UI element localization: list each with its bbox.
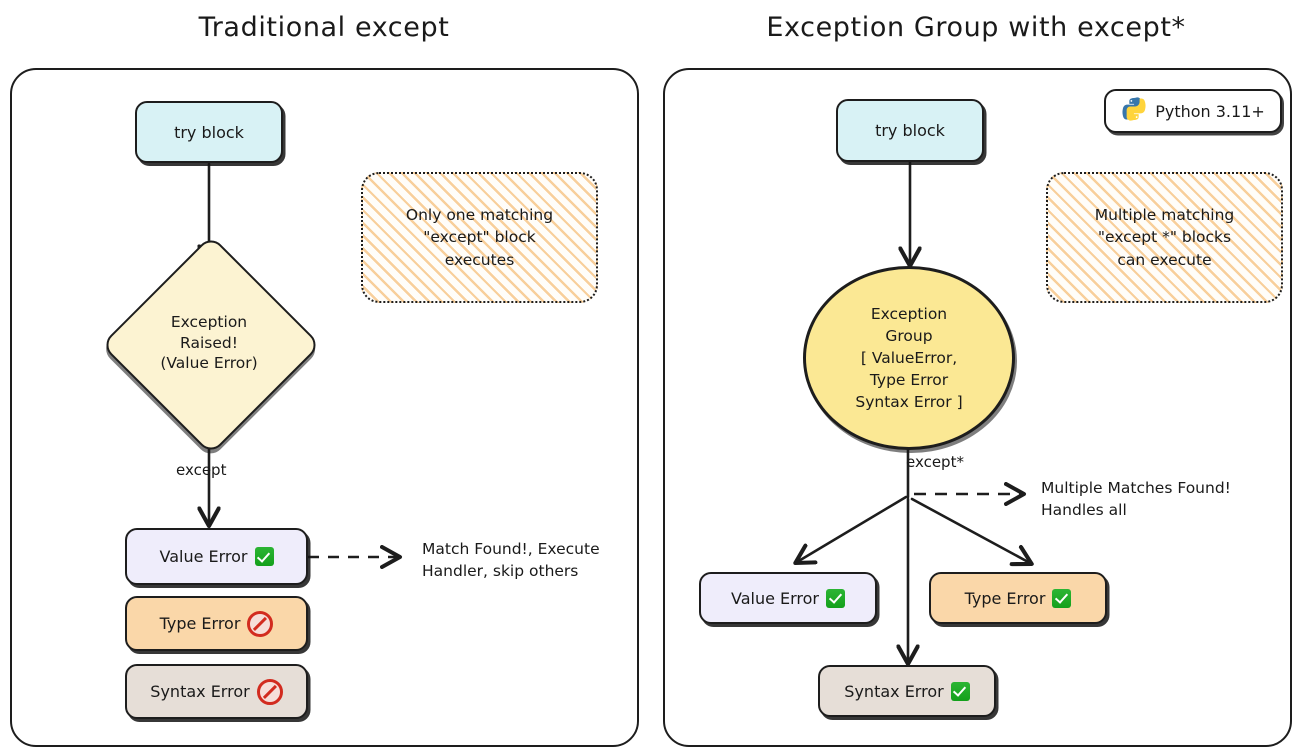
right-note-callout: Multiple matching "except *" blocks can …	[1046, 172, 1283, 303]
group-line-5: Syntax Error ]	[855, 393, 963, 411]
left-edge-label-except: except	[176, 461, 227, 479]
right-panel-title: Exception Group with except*	[766, 12, 1186, 43]
left-decision-node[interactable]: Exception Raised! (Value Error)	[100, 234, 322, 456]
check-icon	[1052, 588, 1072, 608]
right-edge-label-except-star: except*	[906, 453, 964, 471]
right-handler-type-error[interactable]: Type Error	[929, 572, 1107, 624]
exception-group-node[interactable]: Exception Group [ ValueError, Type Error…	[803, 266, 1015, 450]
right-try-block-label: try block	[875, 121, 945, 140]
left-note-line-1: Only one matching	[405, 205, 554, 224]
left-handler-syntax-error[interactable]: Syntax Error	[125, 664, 308, 719]
python-version-label: Python 3.11+	[1155, 101, 1265, 121]
decision-line-2: Raised!	[180, 333, 238, 352]
right-handler-syntax-error[interactable]: Syntax Error	[818, 665, 996, 717]
right-note-line-1: Multiple matching	[1094, 205, 1235, 224]
check-icon	[826, 588, 846, 608]
decision-line-3: (Value Error)	[160, 354, 258, 373]
left-handler-value-error[interactable]: Value Error	[125, 528, 308, 585]
group-line-1: Exception	[870, 305, 948, 323]
decision-line-1: Exception	[170, 313, 248, 332]
left-handler-type-error-label: Type Error	[159, 614, 241, 633]
right-annotation-line-2: Handles all	[1041, 501, 1127, 519]
python-logo-icon	[1121, 96, 1147, 126]
left-annotation: Match Found!, Execute Handler, skip othe…	[422, 538, 600, 582]
left-note-line-3: executes	[444, 250, 515, 269]
right-handler-value-error-label: Value Error	[730, 588, 820, 608]
group-line-2: Group	[885, 327, 933, 345]
blocked-icon	[247, 610, 274, 637]
left-try-block-node[interactable]: try block	[135, 101, 283, 163]
group-line-4: Type Error	[869, 371, 949, 389]
decision-text-group: Exception Raised! (Value Error)	[109, 262, 309, 424]
right-annotation-line-1: Multiple Matches Found!	[1041, 479, 1231, 497]
left-handler-syntax-error-label: Syntax Error	[150, 682, 250, 701]
left-panel-title: Traditional except	[198, 12, 450, 43]
left-handler-value-error-label: Value Error	[159, 547, 248, 566]
left-handler-type-error[interactable]: Type Error	[125, 596, 308, 651]
right-try-block-node[interactable]: try block	[836, 99, 984, 162]
right-note-line-3: can execute	[1117, 250, 1212, 269]
left-try-block-label: try block	[174, 122, 244, 142]
right-annotation: Multiple Matches Found! Handles all	[1041, 477, 1231, 521]
right-handler-syntax-error-label: Syntax Error	[844, 681, 944, 701]
right-handler-type-error-label: Type Error	[964, 588, 1046, 608]
check-icon	[950, 681, 970, 701]
right-note-line-2: "except *" blocks	[1097, 228, 1232, 247]
left-note-callout: Only one matching "except" block execute…	[361, 172, 598, 303]
python-version-badge: Python 3.11+	[1104, 89, 1282, 133]
left-panel-container	[10, 68, 639, 747]
left-annotation-line-1: Match Found!, Execute	[422, 540, 600, 558]
left-note-line-2: "except" block	[423, 228, 536, 247]
check-icon	[254, 547, 274, 566]
blocked-icon	[256, 678, 283, 705]
left-annotation-line-2: Handler, skip others	[422, 562, 579, 580]
group-line-3: [ ValueError,	[860, 349, 958, 367]
right-handler-value-error[interactable]: Value Error	[699, 572, 877, 624]
